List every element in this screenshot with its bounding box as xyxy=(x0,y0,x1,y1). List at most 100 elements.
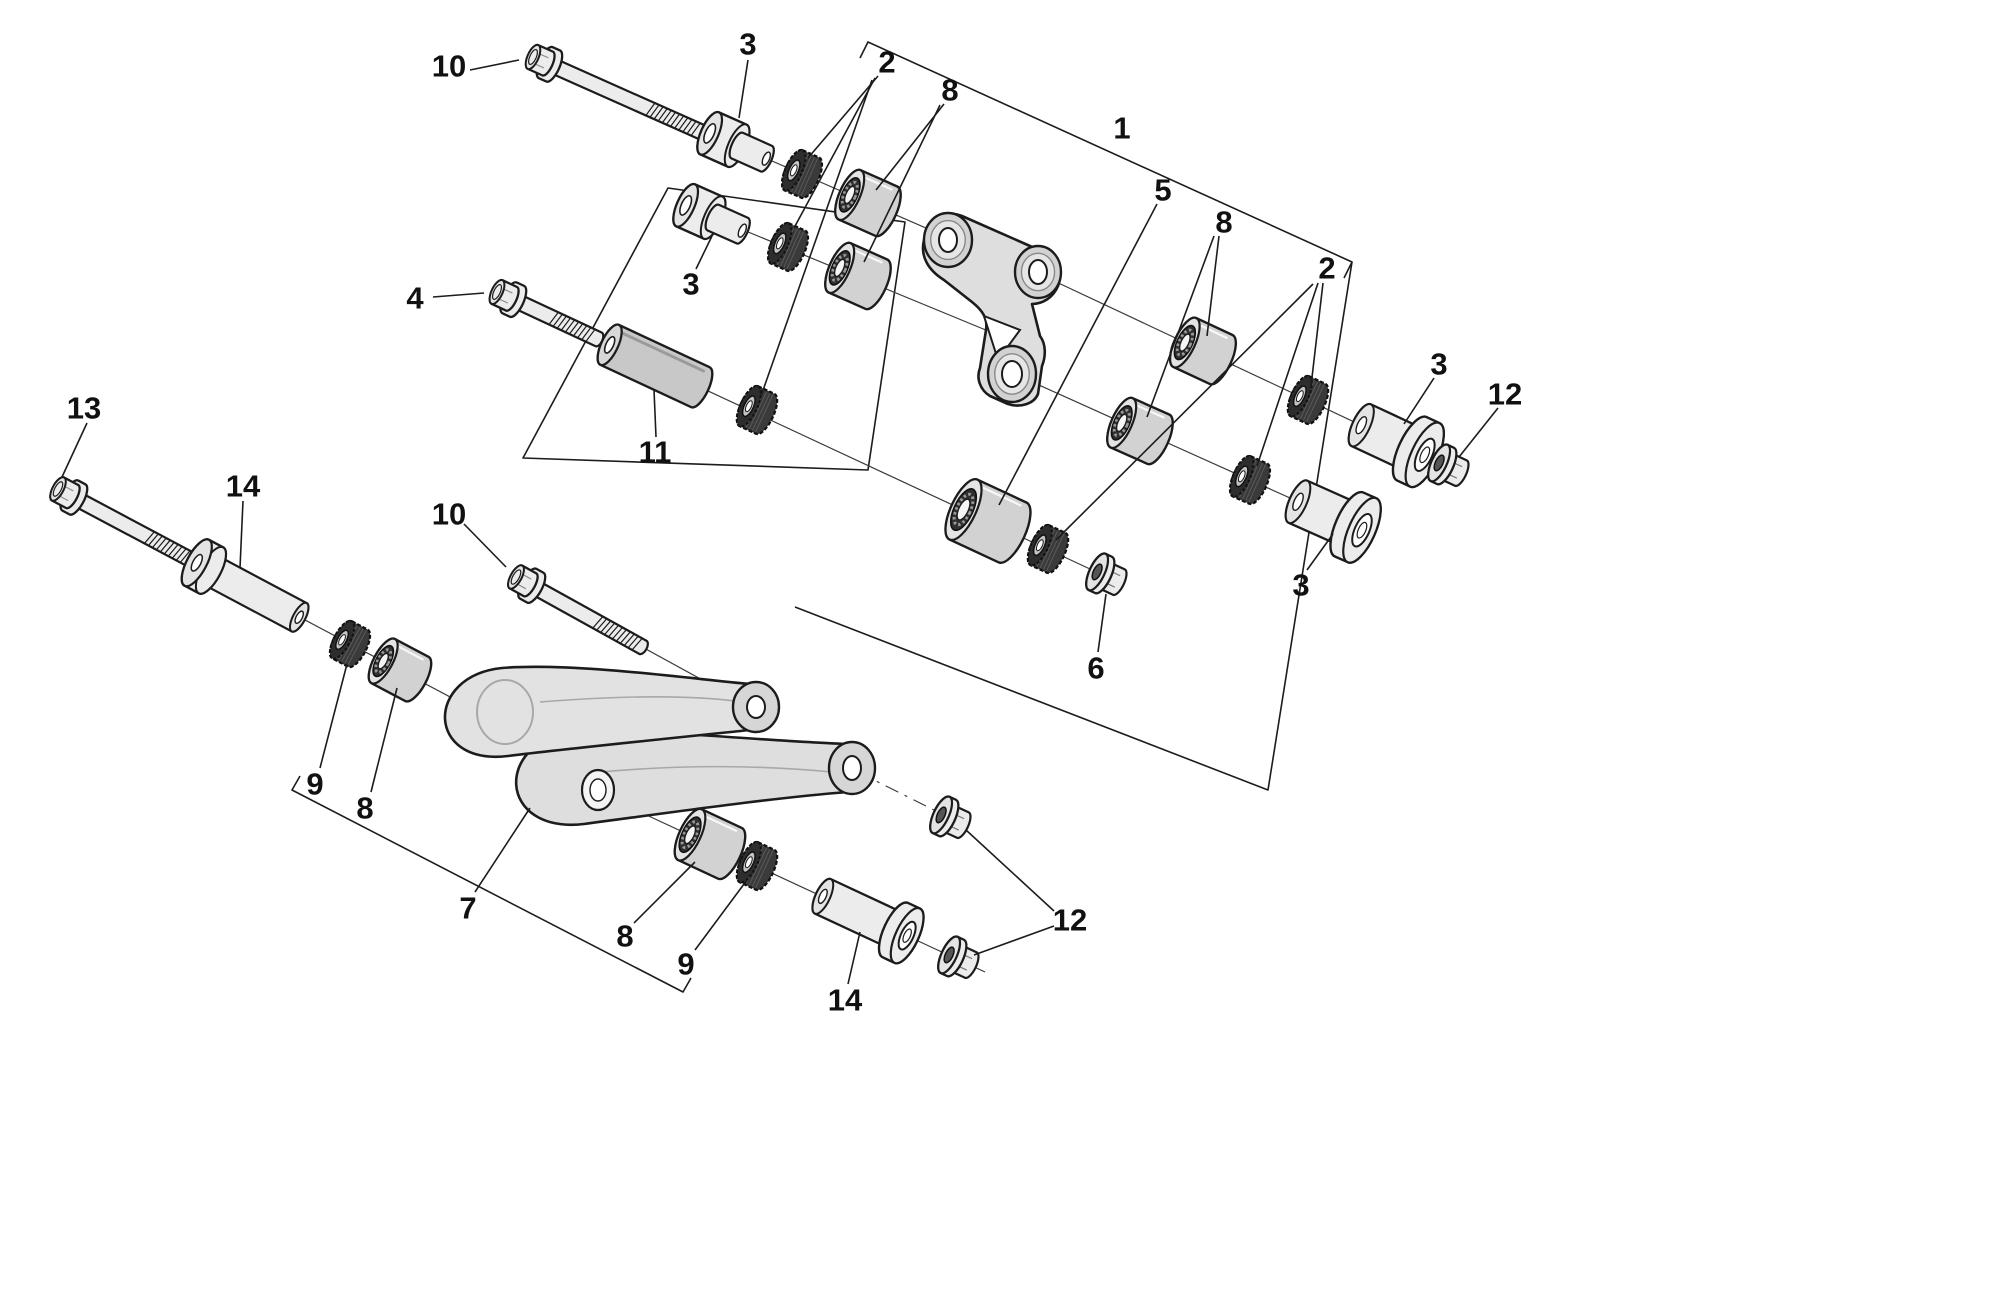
dust-seal-2-b xyxy=(766,221,810,273)
callout-3: 3 xyxy=(682,235,713,302)
callout-leader-line xyxy=(694,879,748,951)
callout-label: 2 xyxy=(878,45,895,80)
callout-9: 9 xyxy=(306,663,348,802)
callout-leader-line xyxy=(463,523,507,568)
callout-leader-line xyxy=(1306,533,1334,571)
dust-seal-9-bottom xyxy=(735,840,779,892)
callout-label: 10 xyxy=(432,497,466,532)
needle-bearing-8-e xyxy=(367,637,433,703)
mid-group-outline xyxy=(522,187,906,471)
callout-label: 9 xyxy=(306,767,323,802)
callout-label: 12 xyxy=(1488,377,1522,412)
callout-leader-line xyxy=(319,663,348,769)
callout-leader-line xyxy=(633,861,696,924)
group-1-bracket xyxy=(859,41,1353,279)
callout-leader-line xyxy=(863,104,941,263)
callout-label: 3 xyxy=(682,267,699,302)
callout-leader-line xyxy=(695,235,713,270)
bushing-3-right-lower xyxy=(1284,479,1382,564)
callout-leader-line xyxy=(847,931,861,985)
callout-6: 6 xyxy=(1087,593,1107,686)
group-7-bracket xyxy=(291,775,692,993)
callout-label: 12 xyxy=(1053,903,1087,938)
callout-leader-line xyxy=(807,75,879,159)
needle-bearing-8-b xyxy=(824,241,892,311)
needle-bearing-8-c xyxy=(1106,396,1174,466)
callout-label: 14 xyxy=(828,983,863,1018)
callout-8: 8 xyxy=(356,687,398,826)
callout-label: 3 xyxy=(1430,347,1447,382)
callout-2: 2 xyxy=(760,45,896,397)
callout-leader-line xyxy=(1097,593,1107,653)
callout-label: 10 xyxy=(432,49,466,84)
callout-leader-line xyxy=(653,389,657,438)
callout-14: 14 xyxy=(828,931,863,1018)
callout-8: 8 xyxy=(863,73,959,263)
bushing-3-top xyxy=(696,110,775,173)
callout-2: 2 xyxy=(1055,251,1336,541)
callout-leader-line xyxy=(474,807,531,893)
callout-leader-line xyxy=(760,79,873,397)
callout-3: 3 xyxy=(738,27,757,119)
dust-seal-2-c xyxy=(735,384,779,436)
callout-14: 14 xyxy=(226,469,261,569)
callout-label: 11 xyxy=(639,435,672,470)
dust-seal-2-e xyxy=(1286,374,1330,426)
callout-label: 8 xyxy=(941,73,958,108)
callout-label: 8 xyxy=(1215,205,1232,240)
step-bushing-14-left xyxy=(180,538,310,633)
callout-9: 9 xyxy=(677,879,748,982)
callout-leader-line xyxy=(432,292,485,298)
needle-bearing-8-a xyxy=(834,168,902,238)
callout-leader-line xyxy=(973,925,1055,956)
needle-bearing-8-d xyxy=(1168,316,1238,386)
callout-11: 11 xyxy=(639,389,672,470)
callout-label: 1 xyxy=(1113,111,1130,146)
callout-leader-line xyxy=(370,687,398,793)
callout-leader-line xyxy=(965,829,1055,912)
callout-leader-line xyxy=(1206,235,1220,337)
flange-nut-12-right xyxy=(1427,443,1470,488)
callout-leader-line xyxy=(793,77,876,229)
callout-label: 8 xyxy=(356,791,373,826)
callout-leader-line xyxy=(998,203,1158,506)
callout-1: 1 xyxy=(1113,111,1130,146)
callout-label: 14 xyxy=(226,469,261,504)
callout-label: 8 xyxy=(616,919,633,954)
step-bushing-14-bottom xyxy=(811,877,925,965)
flange-bolt-10-lower xyxy=(507,564,649,656)
callout-label: 2 xyxy=(1318,251,1335,286)
callout-10: 10 xyxy=(432,497,507,568)
callout-leader-line xyxy=(469,59,520,71)
flange-bolt-4 xyxy=(488,278,605,348)
callout-leader-line xyxy=(1256,282,1319,467)
callout-3: 3 xyxy=(1292,533,1334,603)
callout-8: 8 xyxy=(616,861,696,954)
callout-leader-line xyxy=(239,500,244,569)
callout-label: 6 xyxy=(1087,651,1104,686)
callout-4: 4 xyxy=(406,281,485,316)
dust-seal-9-left xyxy=(328,619,372,669)
callout-leader-line xyxy=(1146,235,1215,418)
callout-12: 12 xyxy=(965,829,1087,956)
callout-label: 4 xyxy=(406,281,424,316)
callout-7: 7 xyxy=(459,807,531,926)
dust-seal-2-a xyxy=(780,148,824,200)
flange-nut-12-lower xyxy=(937,935,980,980)
linkage-arms-7 xyxy=(443,665,877,827)
callout-leader-line xyxy=(61,422,88,478)
bushing-3-second xyxy=(672,182,751,245)
callout-leader-line xyxy=(1458,407,1499,458)
flange-bolt-13 xyxy=(49,476,197,568)
dust-seal-2-d xyxy=(1228,454,1272,506)
right-group-outline xyxy=(794,261,1353,791)
callout-12: 12 xyxy=(1458,377,1522,458)
callout-label: 3 xyxy=(1292,568,1309,603)
pivot-bushing-8-bottom xyxy=(673,807,747,881)
pivot-bushing-5 xyxy=(944,478,1032,564)
callout-5: 5 xyxy=(998,173,1172,506)
flange-bolt-10-top xyxy=(524,43,708,141)
flange-nut-6 xyxy=(1085,552,1128,597)
